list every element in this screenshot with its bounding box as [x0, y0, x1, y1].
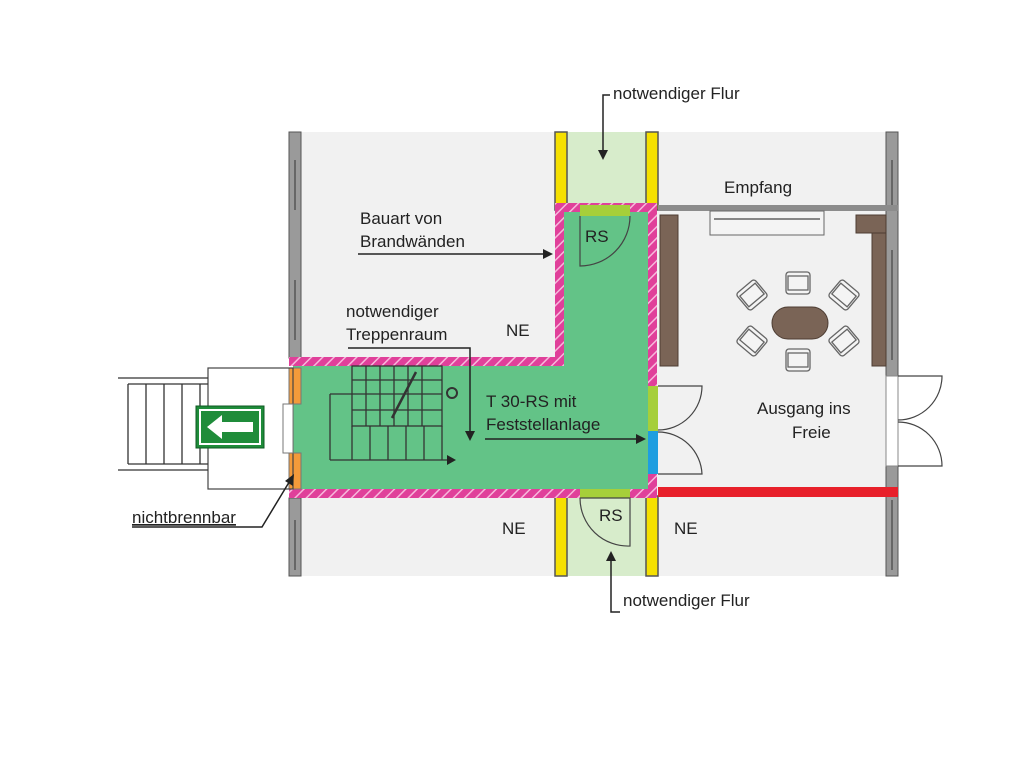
label-corridor-top: notwendiger Flur	[613, 84, 740, 103]
label-fire-wall-line1: Bauart von	[360, 209, 442, 228]
reception-counter	[709, 210, 825, 236]
lobby-cabinet-right	[871, 232, 887, 367]
door-t30-lower-leaf	[648, 431, 658, 474]
red-wall-segment	[658, 487, 898, 497]
leader-non-combustible	[132, 478, 292, 528]
label-fire-wall-line2: Brandwänden	[360, 232, 465, 251]
leader-lines	[132, 94, 646, 613]
label-exit-line1: Ausgang ins	[757, 399, 851, 418]
label-corridor-bottom: notwendiger Flur	[623, 591, 750, 610]
meeting-table-with-chairs-icon	[736, 271, 860, 372]
staircase	[329, 365, 458, 461]
corridor-top-wall-left	[554, 131, 568, 211]
leader-stairwell-head	[465, 431, 475, 441]
lobby-divider-wall	[658, 205, 898, 211]
non-combustible-jamb-top	[288, 367, 302, 405]
label-ne-bottom-left: NE	[502, 519, 526, 538]
label-exit-line2: Freie	[792, 423, 831, 442]
exterior-door-panel	[282, 403, 294, 454]
leader-corridor-bottom	[610, 556, 620, 613]
fire-wall-right	[648, 203, 657, 498]
exterior-steps	[118, 377, 208, 471]
label-ne-top: NE	[506, 321, 530, 340]
corridor-top-wall-right	[645, 131, 659, 211]
exit-door-swing-upper	[897, 375, 943, 421]
corridor-bottom-wall-left	[554, 495, 568, 577]
door-t30-swing-upper	[657, 385, 703, 431]
fire-wall-bottom	[289, 489, 657, 498]
exit-door-swing-lower	[897, 421, 943, 467]
leader-corridor-bottom-head	[606, 551, 616, 561]
leader-door-head	[636, 434, 646, 444]
corridor-top	[564, 132, 648, 210]
smoke-door-bottom-swing	[579, 497, 631, 547]
fire-wall-inner-vertical	[555, 203, 564, 366]
label-door-line1: T 30-RS mit	[486, 392, 577, 411]
leader-stairwell	[348, 347, 471, 436]
lobby-cabinet-right-top	[855, 214, 887, 234]
leader-corridor-top	[602, 94, 610, 155]
label-rs-bottom: RS	[599, 506, 623, 525]
label-stairwell-line1: notwendiger	[346, 302, 439, 321]
leader-corridor-top-head	[598, 150, 608, 160]
label-reception: Empfang	[724, 178, 792, 197]
lobby-cabinet-left	[659, 214, 679, 367]
fire-wall-upper	[289, 357, 564, 366]
leader-fire-wall-head	[543, 249, 553, 259]
corridor-bottom	[564, 496, 648, 576]
stair-direction-arrowhead	[447, 455, 456, 465]
stairwell-area	[293, 209, 648, 496]
corridor-bottom-wall-right	[645, 495, 659, 577]
label-stairwell-line2: Treppenraum	[346, 325, 447, 344]
label-rs-top: RS	[585, 227, 609, 246]
exit-door-opening	[885, 375, 899, 467]
door-t30-upper-leaf	[648, 386, 658, 431]
leader-non-combustible-head	[285, 474, 294, 486]
door-t30-swing-lower	[657, 431, 703, 475]
smoke-door-top	[580, 205, 630, 216]
emergency-exit-arrow-icon	[195, 405, 265, 449]
smoke-door-top-swing	[579, 215, 631, 267]
label-non-combustible: nichtbrennbar	[132, 508, 236, 527]
label-door-line2: Feststellanlage	[486, 415, 600, 434]
label-ne-bottom-right: NE	[674, 519, 698, 538]
smoke-door-bottom	[580, 489, 630, 498]
